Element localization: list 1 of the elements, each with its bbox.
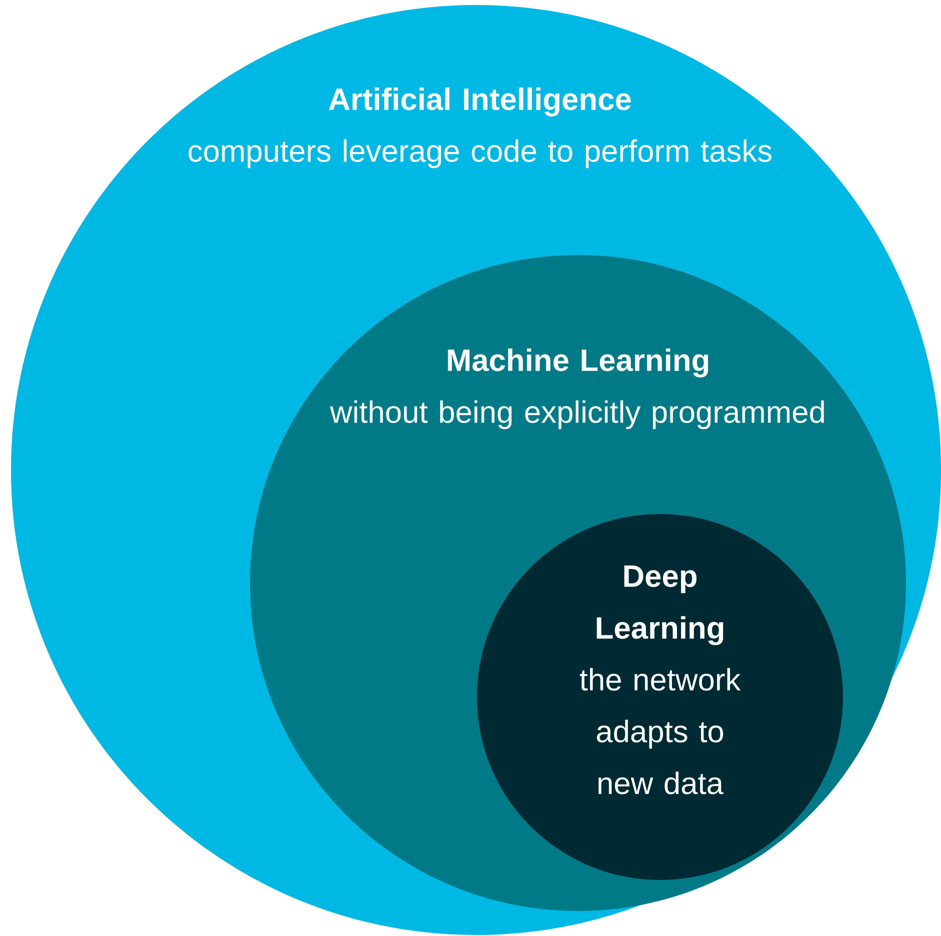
circle-region: Deep Learning the network adapts to new data — [477, 514, 843, 880]
